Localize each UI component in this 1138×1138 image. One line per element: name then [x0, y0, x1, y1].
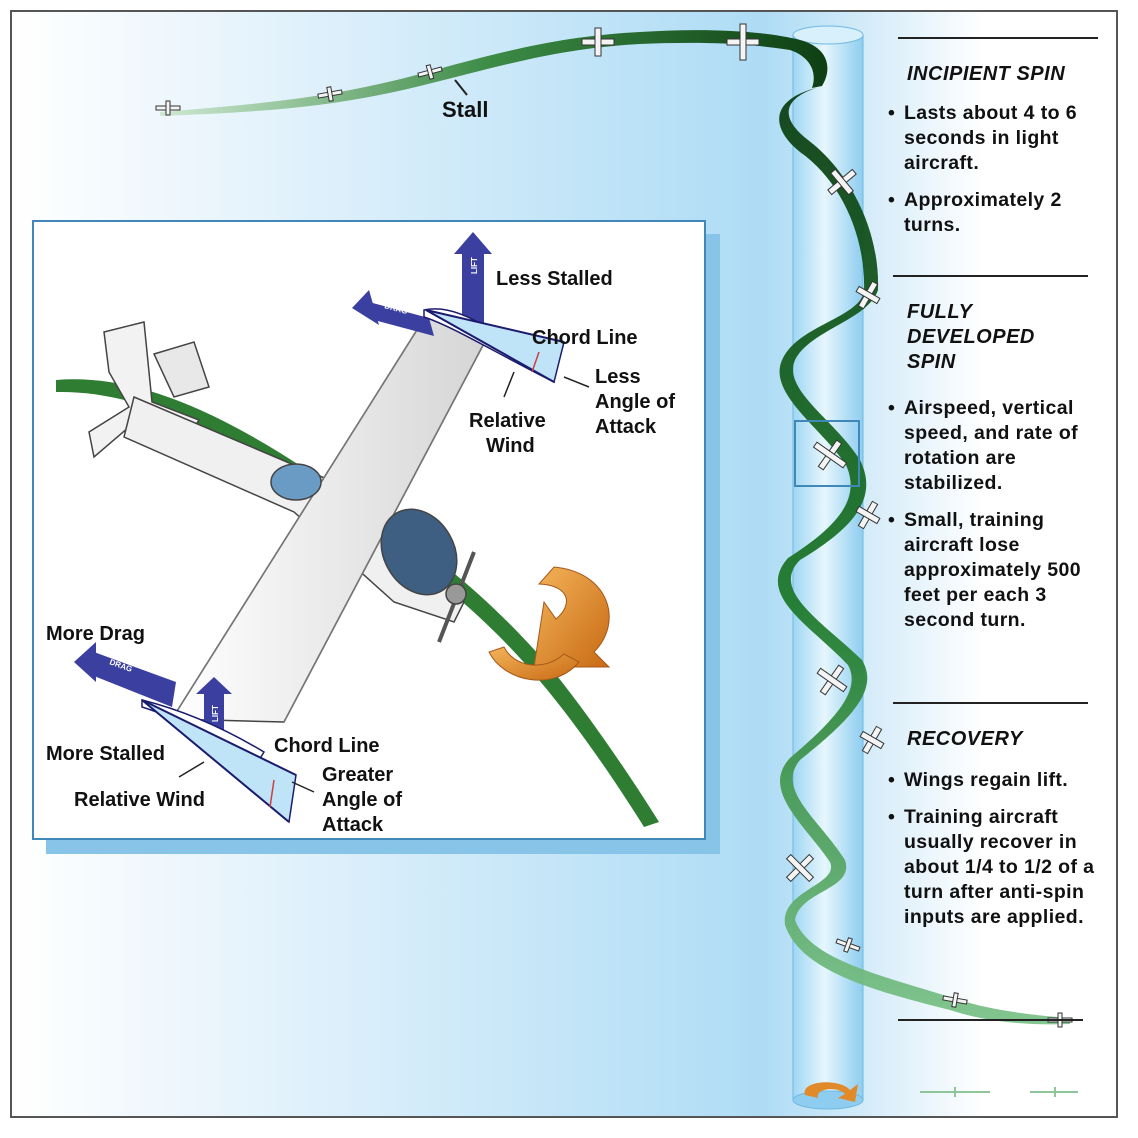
stall-pointer: [454, 79, 468, 96]
rule-2: [893, 275, 1088, 277]
recovery-heading: RECOVERY: [907, 728, 1023, 750]
less-aoa-label-3: Attack: [595, 416, 657, 438]
airfoil-top: [423, 308, 590, 398]
incipient-spin-list: Lasts about 4 to 6 seconds in light airc…: [888, 101, 1103, 250]
ghost-aircraft: [920, 1087, 1078, 1097]
highlight-box: [794, 420, 860, 487]
chord-line-top-label: Chord Line: [532, 327, 638, 349]
stall-label: Stall: [442, 97, 489, 122]
less-aoa-label-2: Angle of: [595, 391, 675, 413]
rule-top: [898, 37, 1098, 39]
rule-3: [893, 702, 1088, 704]
lift-arrow-top: [454, 232, 492, 332]
recovery-bullet-2: Training aircraft usually recover in abo…: [888, 805, 1110, 930]
incipient-bullet-1: Lasts about 4 to 6 seconds in light airc…: [888, 101, 1103, 176]
less-aoa-label-1: Less: [595, 366, 641, 388]
developed-heading-1: FULLY: [907, 301, 973, 323]
drag-arrow-top: [352, 290, 434, 336]
airfoil-bottom: [141, 699, 315, 824]
developed-heading-3: SPIN: [907, 351, 956, 373]
chord-line-bottom-label: Chord Line: [274, 735, 380, 757]
recovery-bullet-1: Wings regain lift.: [888, 768, 1110, 793]
recovery-list: Wings regain lift. Training aircraft usu…: [888, 768, 1110, 942]
more-stalled-label: More Stalled: [46, 743, 165, 765]
greater-aoa-label-2: Angle of: [322, 789, 402, 811]
rotation-arrow-bottom: [804, 1082, 858, 1102]
rule-bottom: [898, 1019, 1083, 1021]
relative-wind-bottom-label: Relative Wind: [74, 789, 205, 811]
greater-aoa-label-1: Greater: [322, 764, 394, 786]
greater-aoa-label-3: Attack: [322, 814, 384, 836]
developed-bullet-1: Airspeed, vertical speed, and rate of ro…: [888, 396, 1110, 496]
lift-arrow-text-top: LIFT: [470, 257, 479, 274]
lift-arrow-text-bottom: LIFT: [211, 705, 220, 722]
developed-bullet-2: Small, training aircraft lose approximat…: [888, 508, 1110, 633]
less-stalled-label: Less Stalled: [496, 268, 613, 290]
rotation-arrow: [533, 566, 611, 668]
relative-wind-top-label-1: Relative: [469, 410, 546, 432]
more-drag-label: More Drag: [46, 623, 145, 645]
drag-arrow-bottom: [74, 642, 176, 707]
relative-wind-top-label-2: Wind: [486, 435, 535, 457]
aircraft-sequence: [155, 23, 1073, 1028]
developed-heading-2: DEVELOPED: [907, 326, 1035, 348]
incipient-spin-heading: INCIPIENT SPIN: [907, 63, 1066, 85]
wing-detail-inset: LIFT DRAG DRAG LIFT Less Stalled Chord L…: [32, 220, 706, 840]
developed-spin-list: Airspeed, vertical speed, and rate of ro…: [888, 396, 1110, 645]
rotation-arrow-tail: [488, 646, 580, 681]
incipient-bullet-2: Approximately 2 turns.: [888, 188, 1103, 238]
aircraft-cutaway: [88, 313, 491, 723]
wing-detail-drawing: LIFT DRAG DRAG LIFT: [56, 232, 659, 827]
